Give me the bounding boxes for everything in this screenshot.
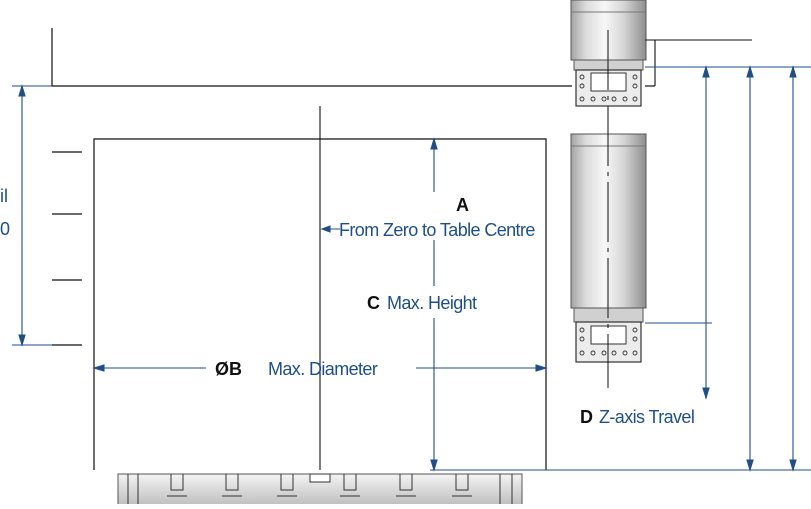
left-dimension <box>12 84 52 347</box>
label-d-text: Z-axis Travel <box>599 407 694 427</box>
machine-frame <box>51 28 655 87</box>
label-c-text: Max. Height <box>387 293 477 313</box>
rotary-table <box>117 473 523 507</box>
label-b: ØB Max. Diameter <box>215 359 378 379</box>
dimension-c-arrow <box>430 137 438 472</box>
label-b-letter: ØB <box>215 359 242 379</box>
dimension-b-arrow <box>92 364 548 372</box>
right-reference-lines <box>645 65 811 472</box>
label-d-letter: D <box>580 407 593 427</box>
label-c: C Max. Height <box>367 293 478 313</box>
label-b-text: Max. Diameter <box>268 359 378 379</box>
label-a-letter: A <box>456 195 469 215</box>
left-scale-ticks <box>52 151 82 346</box>
label-d: D Z-axis Travel <box>580 407 695 427</box>
label-a-text: From Zero to Table Centre <box>339 220 535 240</box>
label-c-letter: C <box>367 293 380 313</box>
label-a: A From Zero to Table Centre <box>339 195 536 240</box>
left-edge-text-2: 0 <box>0 219 10 239</box>
left-edge-text-1: il <box>0 186 8 206</box>
